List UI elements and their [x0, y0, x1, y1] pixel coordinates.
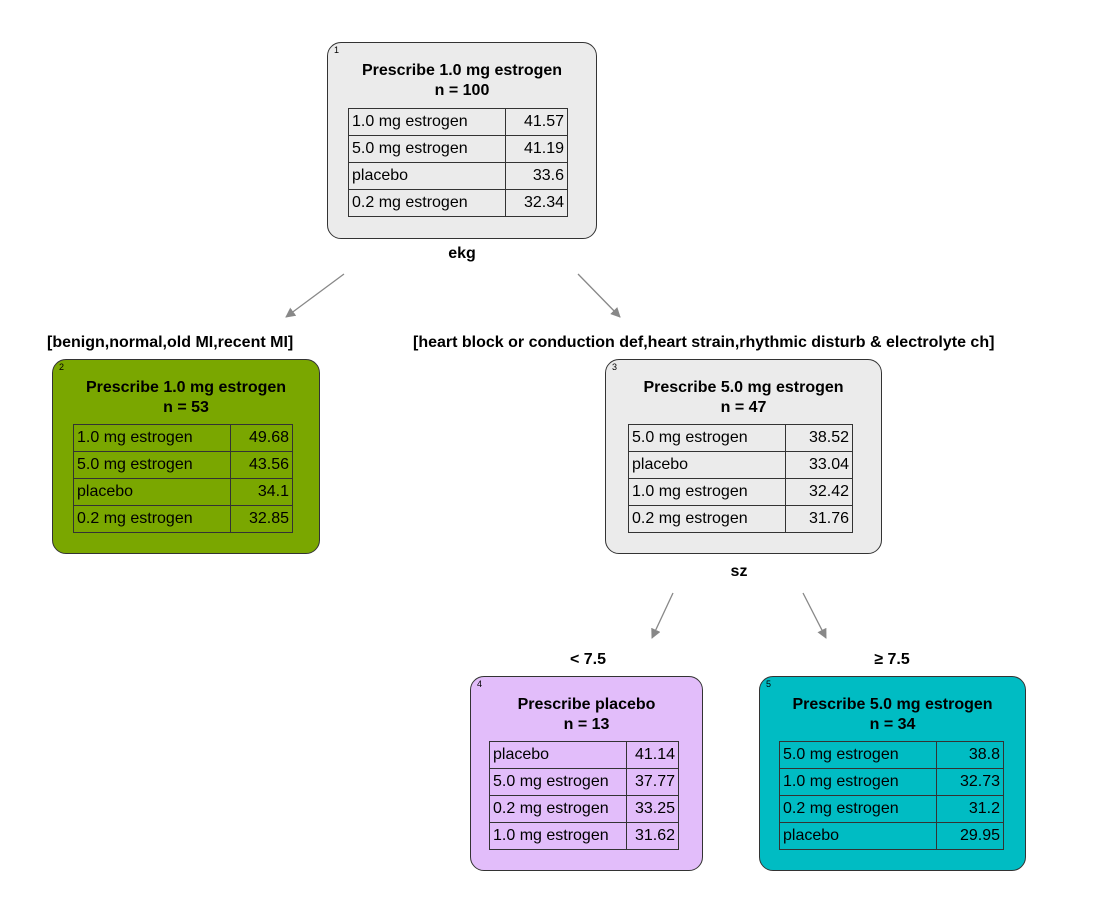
treatment-label: 1.0 mg estrogen: [348, 108, 506, 136]
treatment-label: placebo: [348, 162, 506, 190]
treatment-score: 31.76: [785, 505, 853, 533]
node-title: Prescribe 5.0 mg estrogen: [643, 379, 844, 396]
treatment-label: placebo: [779, 822, 937, 850]
treatment-label: 1.0 mg estrogen: [628, 478, 786, 506]
node-title: Prescribe 1.0 mg estrogen: [361, 62, 563, 79]
table-row: placebo 34.1: [73, 478, 293, 506]
table-row: 5.0 mg estrogen 43.56: [73, 451, 293, 479]
table-row: 5.0 mg estrogen 38.8: [779, 741, 1004, 769]
table-row: placebo 29.95: [779, 822, 1004, 850]
node-sample-count: n = 34: [869, 716, 916, 733]
edge-label-left: < 7.5: [569, 651, 607, 668]
treatment-score: 33.25: [626, 795, 679, 823]
edge-3-to-4: [651, 592, 674, 639]
node-id: 3: [612, 362, 618, 372]
treatment-label: 0.2 mg estrogen: [489, 795, 627, 823]
treatment-label: placebo: [628, 451, 786, 479]
tree-node-5: 5 Prescribe 5.0 mg estrogen n = 34 5.0 m…: [759, 676, 1026, 871]
node-sample-count: n = 47: [720, 399, 767, 416]
node-id: 4: [477, 679, 483, 689]
node-title: Prescribe placebo: [517, 696, 656, 713]
node-id: 5: [766, 679, 772, 689]
treatment-score: 38.8: [936, 741, 1004, 769]
treatment-label: 0.2 mg estrogen: [779, 795, 937, 823]
table-row: 5.0 mg estrogen 41.19: [348, 135, 568, 163]
treatment-label: 0.2 mg estrogen: [628, 505, 786, 533]
tree-node-1: 1 Prescribe 1.0 mg estrogen n = 100 1.0 …: [327, 42, 597, 239]
score-table: placebo 41.14 5.0 mg estrogen 37.77 0.2 …: [489, 741, 679, 850]
split-variable-label: ekg: [448, 245, 476, 262]
table-row: 0.2 mg estrogen 32.85: [73, 505, 293, 533]
tree-node-2: 2 Prescribe 1.0 mg estrogen n = 53 1.0 m…: [52, 359, 320, 554]
table-row: 1.0 mg estrogen 31.62: [489, 822, 679, 850]
treatment-score: 31.62: [626, 822, 679, 850]
table-row: 1.0 mg estrogen 41.57: [348, 108, 568, 136]
table-row: 5.0 mg estrogen 38.52: [628, 424, 853, 452]
treatment-label: placebo: [73, 478, 231, 506]
treatment-score: 32.85: [230, 505, 293, 533]
treatment-score: 38.52: [785, 424, 853, 452]
score-table: 1.0 mg estrogen 49.68 5.0 mg estrogen 43…: [73, 424, 293, 533]
treatment-score: 49.68: [230, 424, 293, 452]
node-sample-count: n = 53: [163, 399, 209, 416]
edge-label-left: [benign,normal,old MI,recent MI]: [47, 334, 294, 351]
treatment-score: 32.42: [785, 478, 853, 506]
treatment-label: 5.0 mg estrogen: [628, 424, 786, 452]
treatment-label: 5.0 mg estrogen: [73, 451, 231, 479]
node-sample-count: n = 13: [563, 716, 610, 733]
table-row: 0.2 mg estrogen 32.34: [348, 189, 568, 217]
table-row: 1.0 mg estrogen 32.73: [779, 768, 1004, 796]
edge-label-right: ≥ 7.5: [874, 651, 910, 668]
treatment-score: 31.2: [936, 795, 1004, 823]
table-row: 1.0 mg estrogen 32.42: [628, 478, 853, 506]
edge-1-to-2: [285, 273, 345, 318]
table-row: placebo 33.04: [628, 451, 853, 479]
edge-1-to-3: [577, 273, 621, 318]
tree-node-4: 4 Prescribe placebo n = 13 placebo 41.14…: [470, 676, 703, 871]
score-table: 1.0 mg estrogen 41.57 5.0 mg estrogen 41…: [348, 108, 568, 217]
score-table: 5.0 mg estrogen 38.52 placebo 33.04 1.0 …: [628, 424, 853, 533]
score-table: 5.0 mg estrogen 38.8 1.0 mg estrogen 32.…: [779, 741, 1004, 850]
treatment-score: 41.14: [626, 741, 679, 769]
treatment-score: 33.04: [785, 451, 853, 479]
edge-3-to-5: [802, 592, 827, 639]
tree-node-3: 3 Prescribe 5.0 mg estrogen n = 47 5.0 m…: [605, 359, 882, 554]
table-row: placebo 41.14: [489, 741, 679, 769]
table-row: 0.2 mg estrogen 31.2: [779, 795, 1004, 823]
treatment-label: 0.2 mg estrogen: [348, 189, 506, 217]
table-row: 1.0 mg estrogen 49.68: [73, 424, 293, 452]
treatment-label: 5.0 mg estrogen: [779, 741, 937, 769]
treatment-score: 43.56: [230, 451, 293, 479]
treatment-score: 41.19: [505, 135, 568, 163]
node-title: Prescribe 5.0 mg estrogen: [792, 696, 993, 713]
treatment-score: 29.95: [936, 822, 1004, 850]
node-title: Prescribe 1.0 mg estrogen: [85, 379, 287, 396]
treatment-label: 1.0 mg estrogen: [779, 768, 937, 796]
table-row: placebo 33.6: [348, 162, 568, 190]
node-id: 2: [59, 362, 65, 372]
treatment-score: 41.57: [505, 108, 568, 136]
table-row: 0.2 mg estrogen 31.76: [628, 505, 853, 533]
treatment-score: 37.77: [626, 768, 679, 796]
split-variable-label: sz: [730, 563, 748, 580]
node-id: 1: [334, 45, 340, 55]
treatment-label: 1.0 mg estrogen: [489, 822, 627, 850]
treatment-label: placebo: [489, 741, 627, 769]
treatment-score: 32.73: [936, 768, 1004, 796]
table-row: 5.0 mg estrogen 37.77: [489, 768, 679, 796]
treatment-score: 34.1: [230, 478, 293, 506]
treatment-label: 0.2 mg estrogen: [73, 505, 231, 533]
treatment-score: 32.34: [505, 189, 568, 217]
node-sample-count: n = 100: [434, 82, 490, 99]
treatment-label: 5.0 mg estrogen: [489, 768, 627, 796]
edge-label-right: [heart block or conduction def,heart str…: [413, 334, 995, 351]
table-row: 0.2 mg estrogen 33.25: [489, 795, 679, 823]
treatment-label: 5.0 mg estrogen: [348, 135, 506, 163]
treatment-label: 1.0 mg estrogen: [73, 424, 231, 452]
treatment-score: 33.6: [505, 162, 568, 190]
